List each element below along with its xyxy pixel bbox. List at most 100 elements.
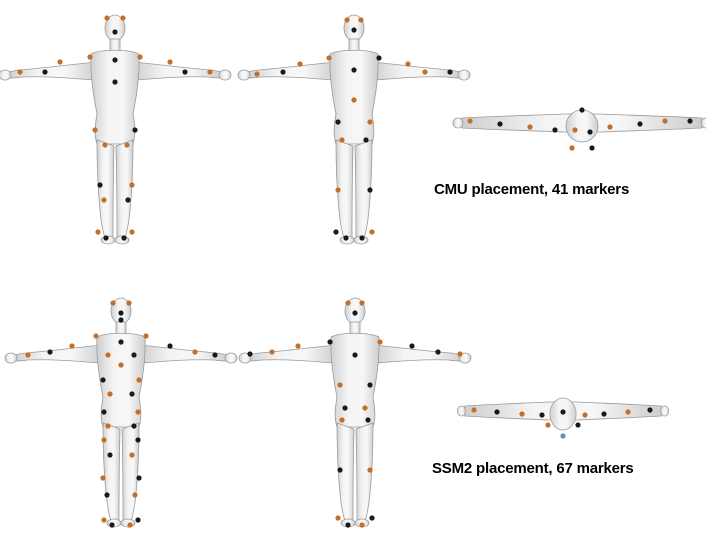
marker-dot xyxy=(405,61,411,67)
marker-dot xyxy=(135,409,141,415)
marker-dot xyxy=(136,377,142,383)
marker-dot xyxy=(104,492,110,498)
marker-dot xyxy=(369,515,375,521)
marker-dot xyxy=(343,235,349,241)
marker-dot xyxy=(25,352,31,358)
marker-dot xyxy=(69,343,75,349)
marker-dot xyxy=(575,422,581,428)
marker-dot xyxy=(351,97,357,103)
marker-dot xyxy=(647,407,653,413)
marker-dot xyxy=(269,349,275,355)
cmu-back-figure xyxy=(237,14,471,245)
cmu-front-figure xyxy=(0,14,232,245)
marker-dot xyxy=(127,522,133,528)
marker-dot xyxy=(367,467,373,473)
marker-dot xyxy=(101,437,107,443)
marker-dot xyxy=(351,67,357,73)
marker-dot xyxy=(109,522,115,528)
marker-dot xyxy=(104,15,110,21)
marker-dot xyxy=(135,517,141,523)
marker-dot xyxy=(129,391,135,397)
marker-dot xyxy=(337,467,343,473)
marker-dot xyxy=(132,127,138,133)
marker-dot xyxy=(121,235,127,241)
marker-dot xyxy=(519,411,525,417)
marker-dot xyxy=(295,343,301,349)
marker-dot xyxy=(105,423,111,429)
marker-dot xyxy=(359,522,365,528)
marker-dot xyxy=(579,107,585,113)
marker-dot xyxy=(129,229,135,235)
marker-dot xyxy=(560,433,566,439)
marker-dot xyxy=(102,142,108,148)
marker-dot xyxy=(335,515,341,521)
marker-dot xyxy=(125,197,131,203)
marker-dot xyxy=(182,69,188,75)
marker-dot xyxy=(335,119,341,125)
marker-dot xyxy=(359,300,365,306)
marker-dot xyxy=(124,142,130,148)
marker-dot xyxy=(17,69,23,75)
marker-dot xyxy=(637,121,643,127)
marker-dot xyxy=(95,229,101,235)
ssm2-caption: SSM2 placement, 67 markers xyxy=(432,460,634,477)
marker-dot xyxy=(352,310,358,316)
marker-dot xyxy=(118,339,124,345)
marker-dot xyxy=(552,127,558,133)
marker-dot xyxy=(97,182,103,188)
marker-dot xyxy=(435,349,441,355)
marker-dot xyxy=(687,118,693,124)
marker-dot xyxy=(42,69,48,75)
marker-dot xyxy=(367,119,373,125)
marker-dot xyxy=(326,55,332,61)
marker-dot xyxy=(100,377,106,383)
marker-dot xyxy=(101,409,107,415)
marker-dot xyxy=(572,127,578,133)
marker-dot xyxy=(363,137,369,143)
marker-dot xyxy=(352,352,358,358)
marker-dot xyxy=(327,339,333,345)
marker-dot xyxy=(345,522,351,528)
marker-dot xyxy=(337,382,343,388)
marker-dots xyxy=(17,15,693,528)
marker-dot xyxy=(365,417,371,423)
marker-dot xyxy=(457,351,463,357)
marker-dot xyxy=(100,475,106,481)
marker-dot xyxy=(409,343,415,349)
marker-dot xyxy=(57,59,63,65)
marker-dot xyxy=(207,69,213,75)
marker-dot xyxy=(118,317,124,323)
marker-dot xyxy=(131,352,137,358)
marker-dot xyxy=(589,145,595,151)
marker-dot xyxy=(358,17,364,23)
marker-dot xyxy=(527,124,533,130)
marker-dot xyxy=(333,229,339,235)
marker-dot xyxy=(120,15,126,21)
marker-dot xyxy=(93,333,99,339)
marker-dot xyxy=(335,187,341,193)
marker-dot xyxy=(129,452,135,458)
marker-dot xyxy=(601,411,607,417)
marker-dot xyxy=(587,129,593,135)
marker-dot xyxy=(422,69,428,75)
marker-dot xyxy=(351,27,357,33)
marker-dot xyxy=(247,351,253,357)
cmu-top-figure xyxy=(452,109,706,143)
marker-dot xyxy=(342,405,348,411)
marker-dot xyxy=(87,54,93,60)
marker-dot xyxy=(625,409,631,415)
marker-dot xyxy=(126,300,132,306)
marker-dot xyxy=(118,362,124,368)
marker-dot xyxy=(339,137,345,143)
marker-dot xyxy=(143,333,149,339)
marker-dot xyxy=(131,423,137,429)
marker-dot xyxy=(103,235,109,241)
marker-dot xyxy=(254,71,260,77)
marker-dot xyxy=(118,310,124,316)
marker-dot xyxy=(135,437,141,443)
marker-dot xyxy=(362,405,368,411)
marker-dot xyxy=(662,118,668,124)
marker-dot xyxy=(167,59,173,65)
marker-dot xyxy=(545,422,551,428)
